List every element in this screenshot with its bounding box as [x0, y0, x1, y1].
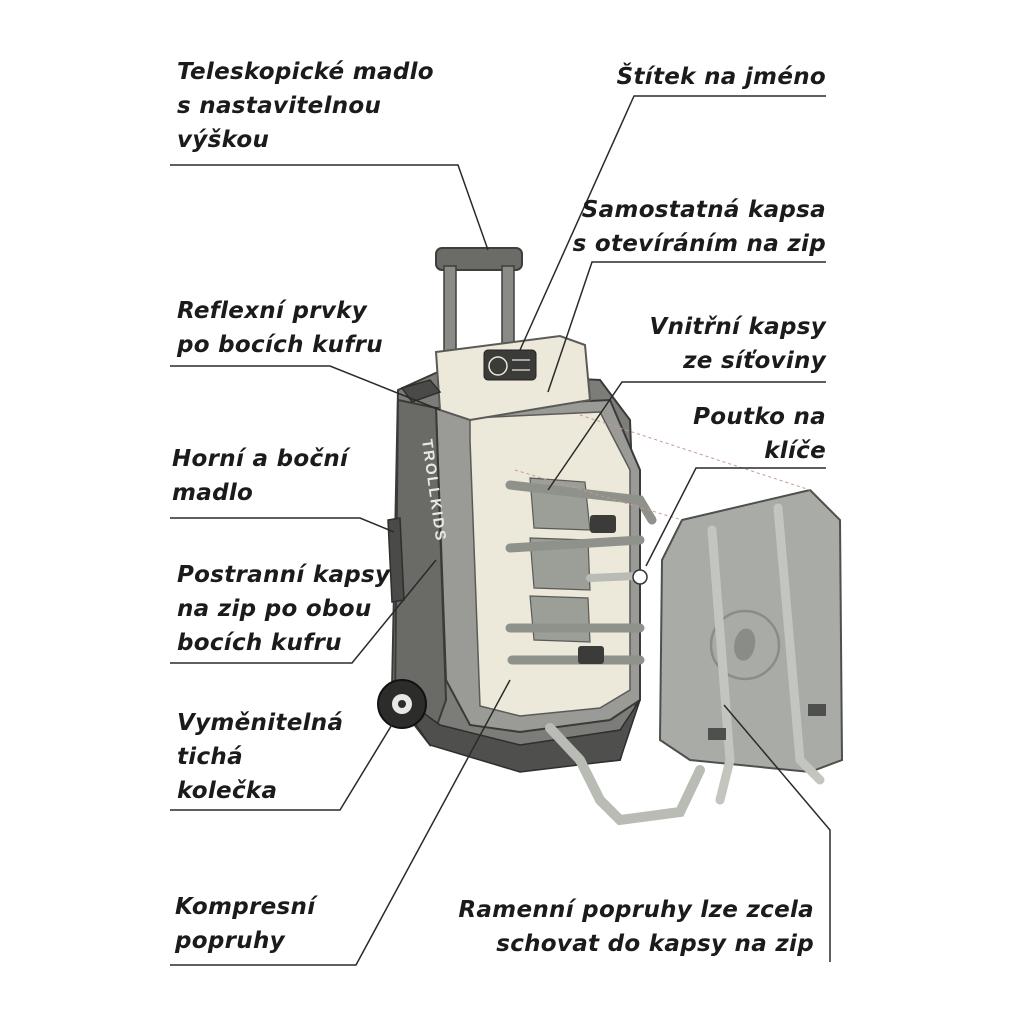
strap-buckle: [590, 515, 616, 533]
label-reflective-elements: Reflexní prvky po bocích kufru: [177, 298, 383, 358]
telescopic-handle: [435, 247, 523, 377]
label-zip-pocket: Samostatná kapsa s otevíráním na zip: [572, 197, 826, 257]
key-loop: [586, 569, 648, 585]
label-compression-straps: Kompresní popruhy: [175, 894, 316, 954]
label-mesh-pockets: Vnitřní kapsy ze síťoviny: [649, 314, 826, 374]
wheels: [377, 679, 427, 729]
compression-straps: [505, 480, 657, 665]
label-name-tag: Štítek na jméno: [616, 64, 826, 90]
label-shoulder-straps: Ramenní popruhy lze zcela schovat do kap…: [458, 897, 814, 957]
back-panel: [658, 488, 844, 805]
leader-lines: [170, 95, 831, 966]
label-key-loop: Poutko na klíče: [693, 404, 826, 464]
label-telescopic-handle: Teleskopické madlo s nastavitelnou výško…: [177, 59, 434, 153]
shoulder-straps: [545, 723, 705, 826]
mesh-pockets: [529, 477, 591, 643]
open-lid: [434, 334, 592, 422]
label-wheels: Vyměnitelná tichá kolečka: [177, 710, 344, 804]
label-side-handles: Horní a boční madlo: [172, 446, 349, 506]
name-tag: [483, 349, 537, 381]
strap-buckle: [578, 646, 604, 664]
suitcase-shell: [390, 370, 642, 773]
label-side-pockets: Postranní kapsy na zip po obou bocích ku…: [177, 562, 391, 656]
